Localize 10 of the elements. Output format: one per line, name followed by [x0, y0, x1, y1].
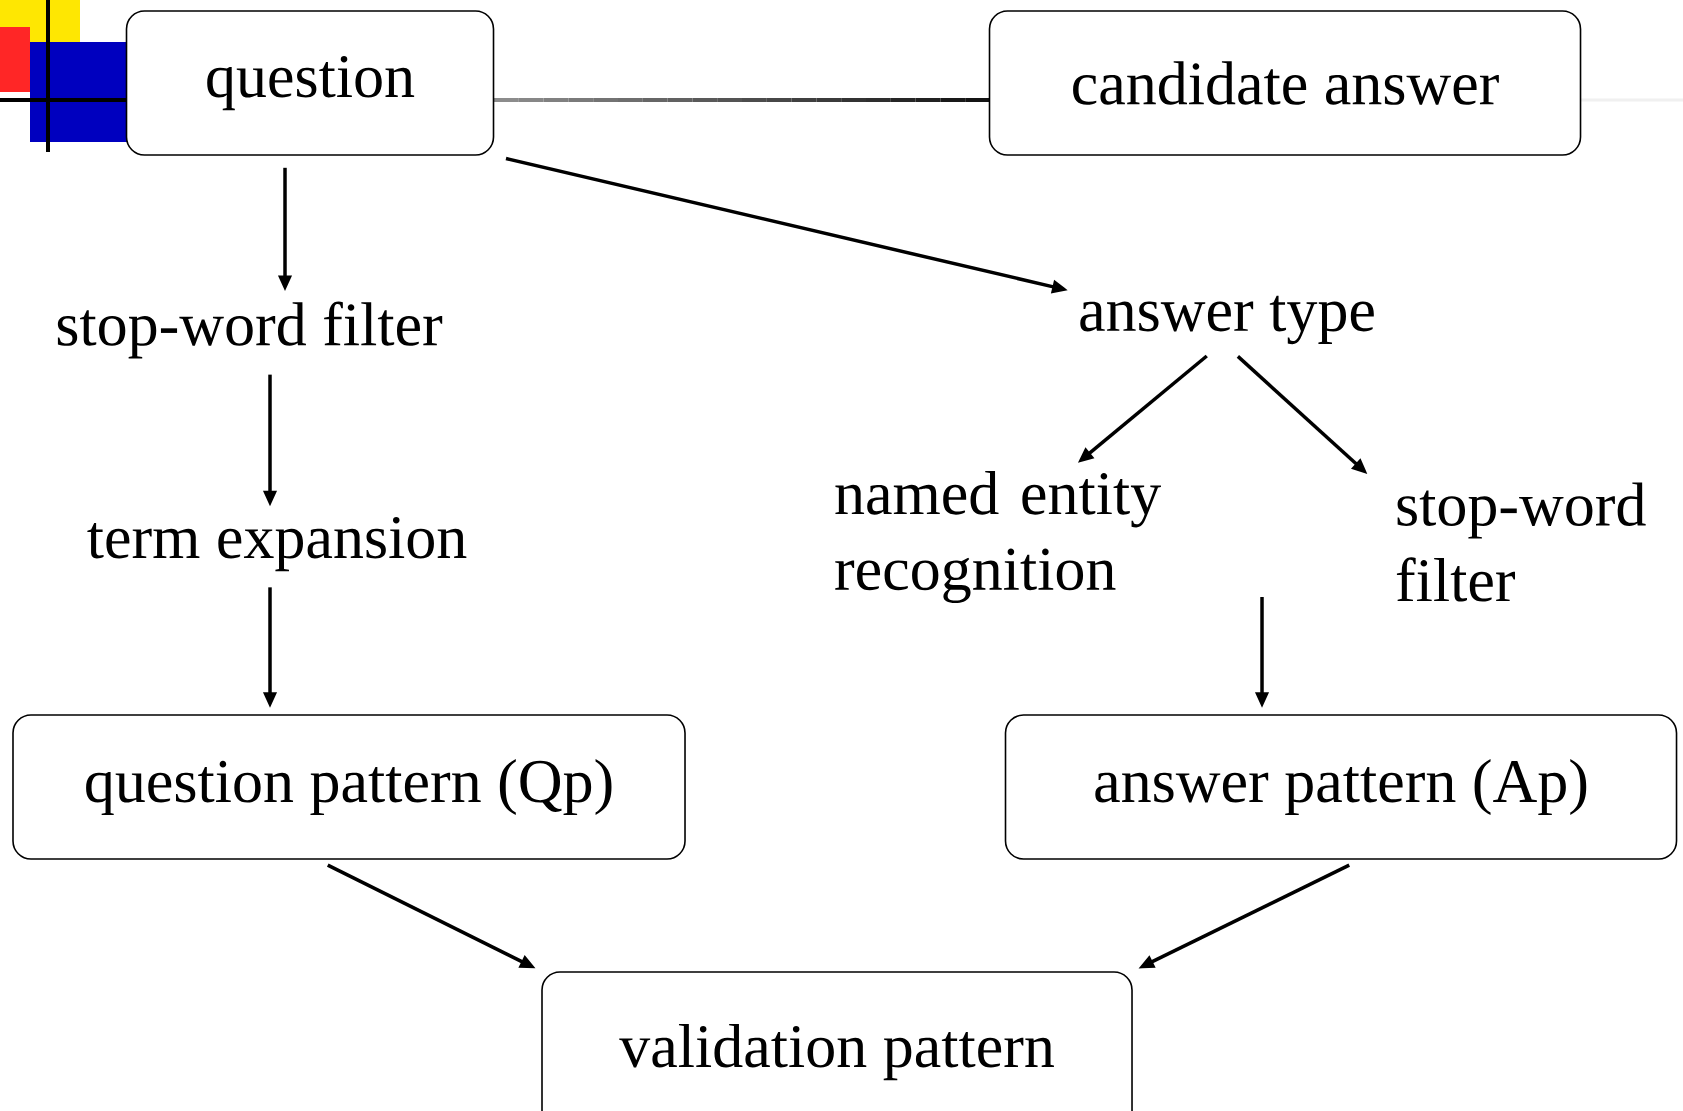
process-box: question pattern (Qp) — [12, 714, 686, 860]
step-label: stop-word filter — [57, 301, 443, 359]
step-label: answer type — [1080, 295, 1374, 345]
process-box: validation pattern — [541, 971, 1133, 1111]
step-label: term expansion — [87, 516, 467, 572]
step-label: named entity recognition — [835, 471, 1161, 603]
process-box: answer pattern (Ap) — [1004, 714, 1678, 860]
process-box: candidate answer — [988, 10, 1582, 156]
process-box: question — [125, 10, 495, 156]
step-label: stop-word filter — [1396, 482, 1646, 602]
